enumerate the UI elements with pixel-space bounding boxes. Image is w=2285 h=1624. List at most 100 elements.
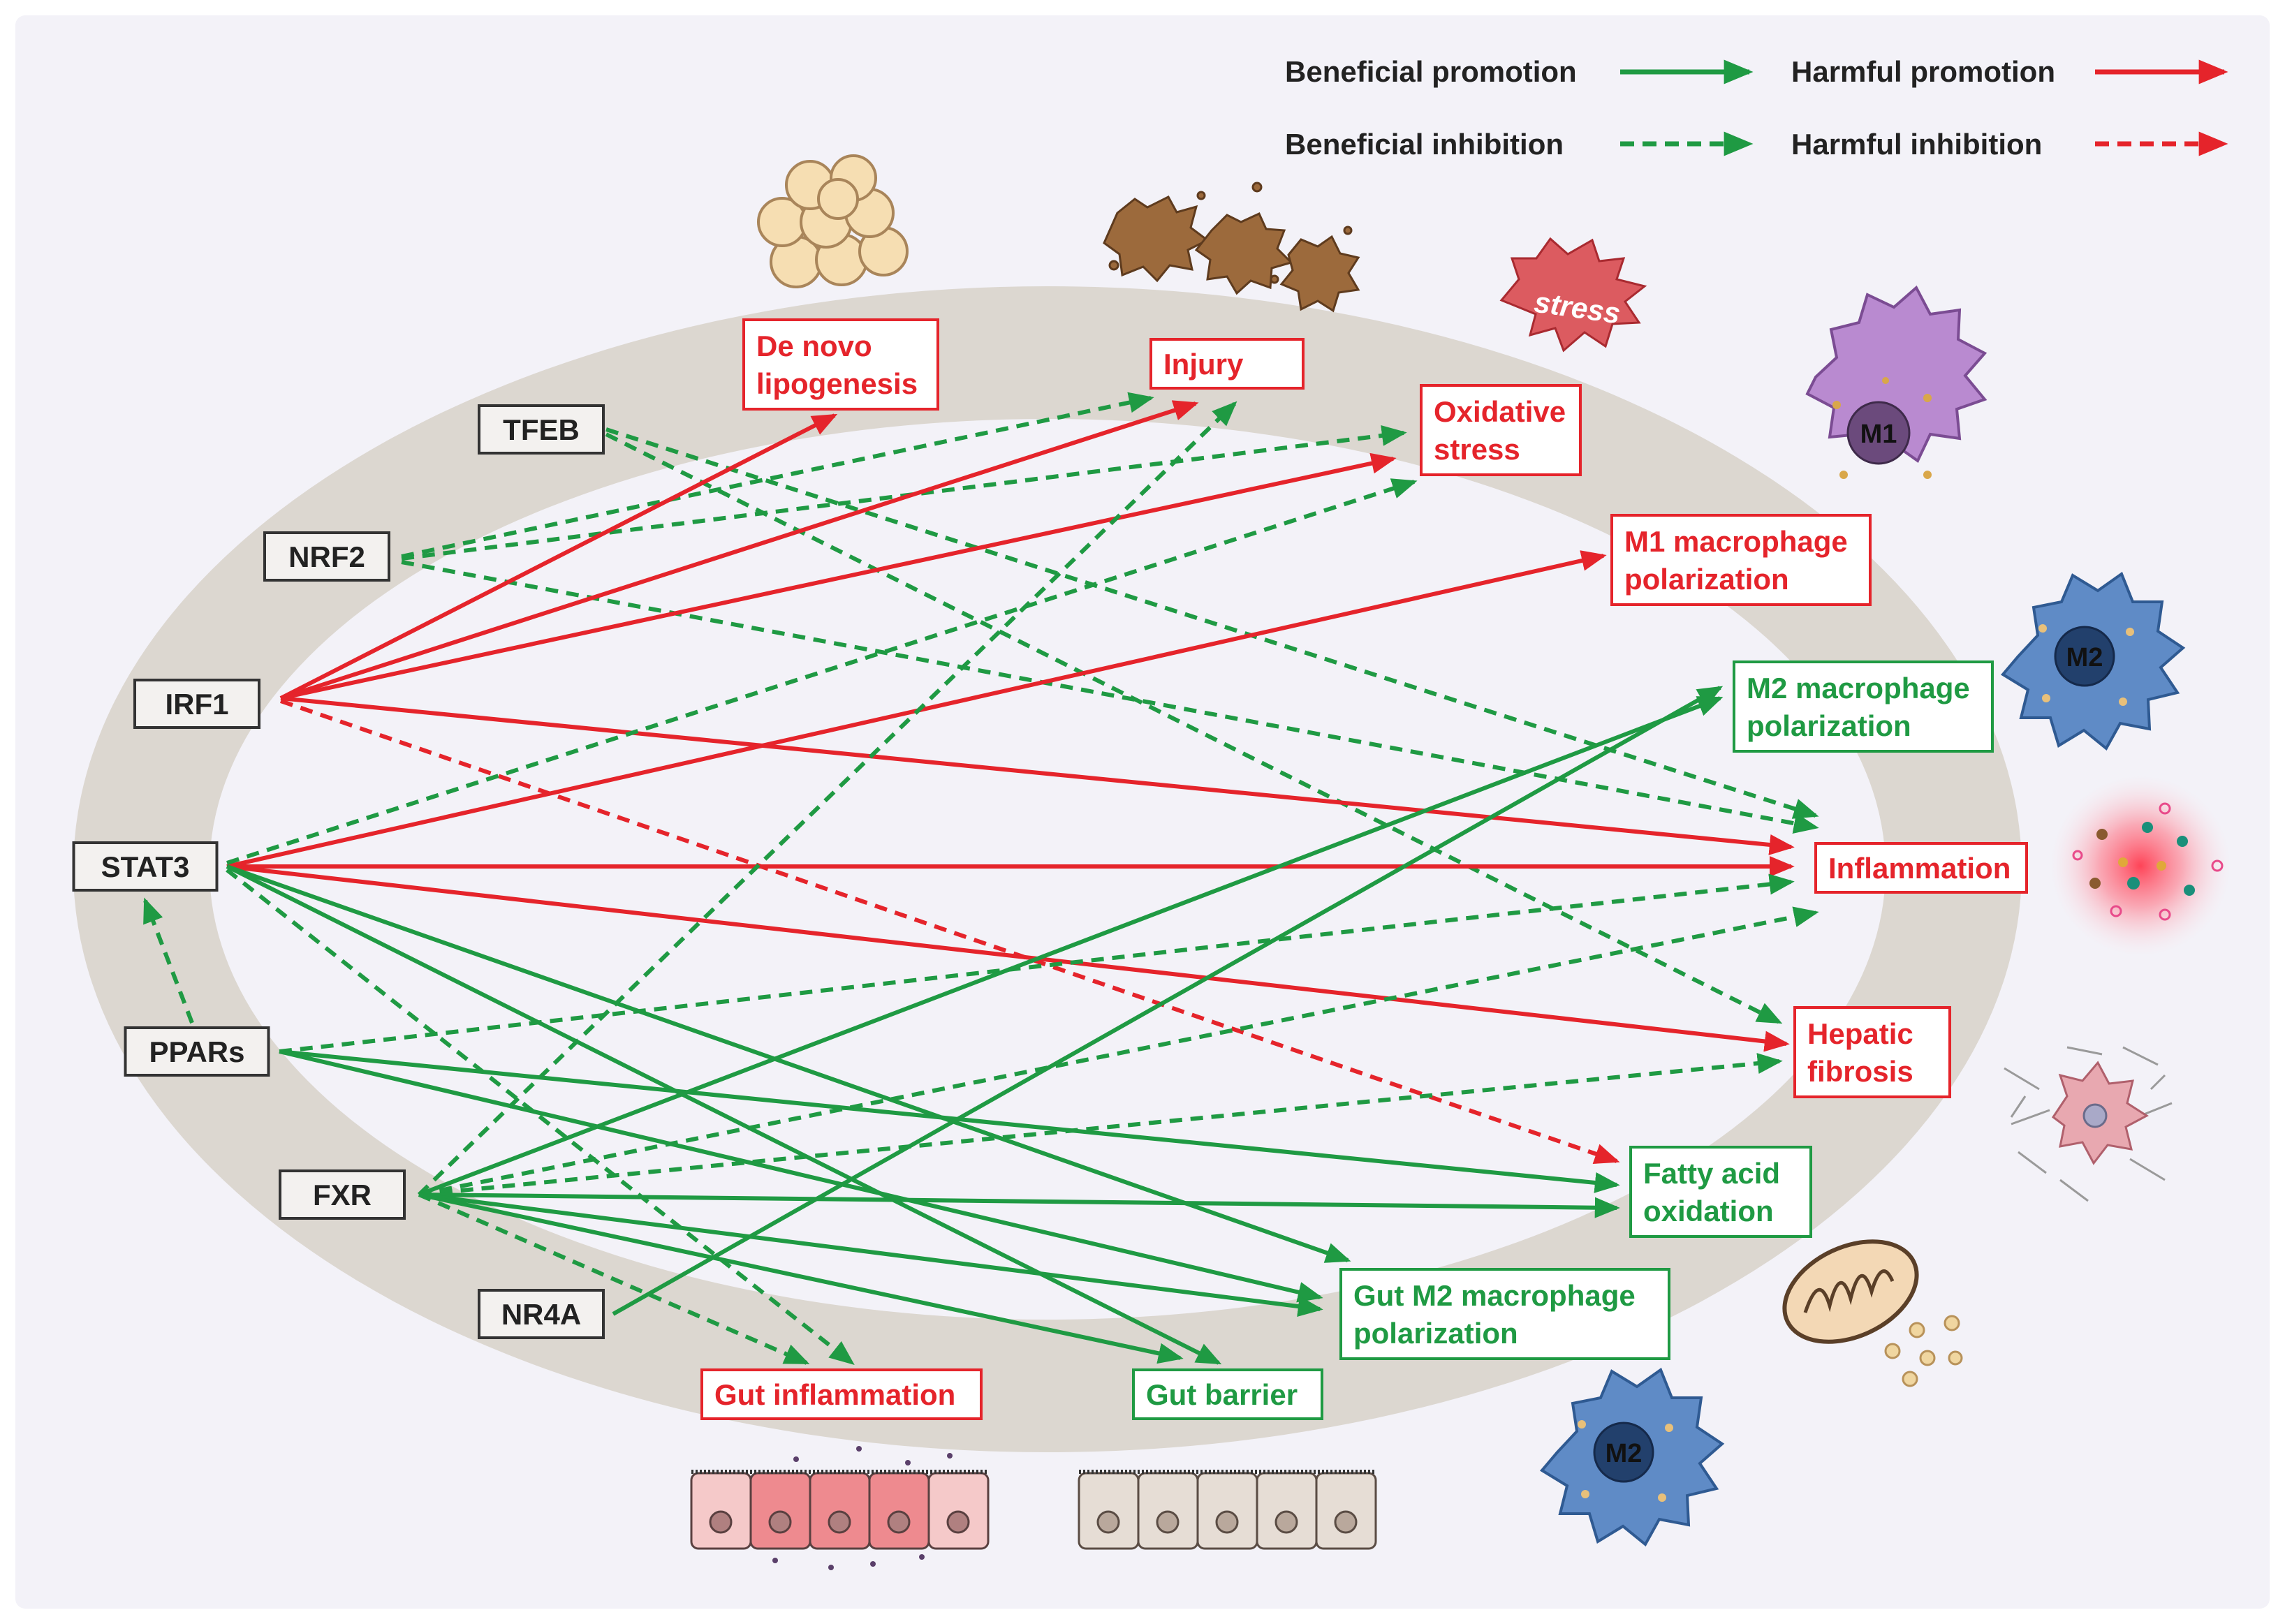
edge-irf1-to-dnl: [279, 413, 838, 700]
edge-irf1-to-fao: [280, 699, 1620, 1165]
outcome-node-hf: Hepatic fibrosis: [1793, 1006, 1951, 1098]
edge-stat3-to-gi: [226, 868, 855, 1365]
outcome-node-inj: Injury: [1149, 338, 1305, 390]
edge-tfeb-to-inf: [605, 427, 1819, 819]
outcome-node-m2: M2 macrophage polarization: [1733, 660, 1994, 753]
outcome-label-line: stress: [1434, 433, 1520, 466]
outcome-box: [1814, 842, 2028, 894]
outcome-box: [1610, 514, 1872, 606]
outcome-label-line: De novo: [756, 330, 872, 362]
edge-ppars-to-inf: [279, 873, 1795, 1054]
regulator-label: NR4A: [501, 1298, 581, 1331]
regulator-box: [124, 1026, 270, 1077]
outcome-label-line: Hepatic: [1807, 1017, 1913, 1050]
outcome-box: [1339, 1268, 1670, 1360]
edge-nr4a-to-m2: [612, 686, 1724, 1316]
outcome-label-line: Injury: [1163, 348, 1244, 381]
regulator-label: STAT3: [101, 850, 190, 883]
regulator-box: [478, 1289, 605, 1339]
outcome-label-line: Gut inflammation: [714, 1378, 955, 1411]
edge-nrf2-to-inj: [401, 392, 1154, 559]
injured-tissue-icon: [1103, 182, 1360, 313]
lipid-droplets-icon: [757, 154, 909, 288]
edge-fxr-to-fao: [418, 1193, 1620, 1218]
outcome-box: [1733, 660, 1994, 753]
outcome-box: [1793, 1006, 1951, 1098]
regulator-node-irf1: IRF1: [133, 679, 260, 729]
regulator-box: [263, 531, 390, 582]
outcome-node-gb: Gut barrier: [1132, 1368, 1323, 1420]
legend-harmful-inhibition-label: Harmful inhibition: [1791, 128, 2042, 161]
edge-fxr-to-inj: [417, 401, 1237, 1197]
inflammation-cells-icon: [2050, 775, 2231, 957]
edge-irf1-to-inj: [280, 400, 1199, 700]
edge-stat3-to-gb: [226, 864, 1222, 1365]
edge-fxr-to-gb: [418, 1193, 1184, 1364]
outcome-label-line: fibrosis: [1807, 1055, 1913, 1088]
outcome-label-line: polarization: [1747, 709, 1911, 742]
regulator-node-ppars: PPARs: [124, 1026, 270, 1077]
regulator-label: FXR: [313, 1179, 372, 1211]
edge-stat3-to-hf: [226, 864, 1790, 1052]
outcome-node-m1: M1 macrophage polarization: [1610, 514, 1872, 606]
outcome-box: [700, 1368, 983, 1420]
regulator-label: NRF2: [288, 540, 365, 573]
outcome-box: [742, 318, 939, 411]
m2-macrophage-label: M2: [2066, 643, 2103, 672]
stress-burst-icon: stress: [1499, 237, 1647, 353]
regulator-box: [133, 679, 260, 729]
gut-m2-macrophage-icon: M2: [1539, 1367, 1725, 1547]
outcome-label-line: M1 macrophage: [1624, 525, 1848, 558]
outcome-label-line: M2 macrophage: [1747, 672, 1970, 704]
inflamed-gut-epithelium-icon: [690, 1446, 990, 1570]
outcome-label-line: Inflammation: [1828, 852, 2011, 885]
outcome-label-line: Gut barrier: [1146, 1378, 1298, 1411]
regulator-label: TFEB: [503, 413, 580, 446]
edge-stat3-to-gm2: [226, 864, 1351, 1263]
network-ellipse: [73, 286, 2022, 1452]
edge-fxr-to-inf: [418, 906, 1819, 1197]
edge-stat3-to-ox: [226, 478, 1418, 865]
edges-layer: [143, 392, 1819, 1365]
edge-nrf2-to-inf: [401, 560, 1819, 834]
outcome-node-gi: Gut inflammation: [700, 1368, 983, 1420]
regulator-label: PPARs: [149, 1035, 245, 1068]
regulator-label: IRF1: [165, 688, 228, 721]
outcome-label-line: polarization: [1353, 1317, 1518, 1350]
regulator-node-fxr: FXR: [279, 1169, 406, 1220]
regulator-node-nr4a: NR4A: [478, 1289, 605, 1339]
outcome-node-ox: Oxidative stress: [1420, 384, 1582, 476]
outcome-box: [1149, 338, 1305, 390]
regulator-node-nrf2: NRF2: [263, 531, 390, 582]
outcome-label-line: Gut M2 macrophage: [1353, 1279, 1636, 1312]
fibrotic-stellate-cell-icon: [2004, 1046, 2173, 1202]
outcome-label-line: lipogenesis: [756, 367, 918, 400]
outcome-node-gm2: Gut M2 macrophage polarization: [1339, 1268, 1670, 1360]
edge-irf1-to-ox: [280, 452, 1397, 700]
outcome-node-inf: Inflammation: [1814, 842, 2028, 894]
edge-ppars-to-fao: [279, 1049, 1620, 1193]
regulator-box: [478, 404, 605, 455]
regulator-box: [72, 841, 219, 892]
outcome-node-fao: Fatty acid oxidation: [1629, 1146, 1812, 1238]
edge-ppars-to-gm2: [279, 1049, 1323, 1303]
m2-macrophage-icon: M2: [2000, 571, 2186, 751]
edge-ppars-to-stat3: [143, 897, 194, 1024]
outcome-label-line: polarization: [1624, 563, 1789, 596]
legend: Beneficial promotion Harmful promotion B…: [1285, 55, 2228, 161]
legend-harmful-promotion-label: Harmful promotion: [1791, 55, 2055, 88]
outcome-label-line: Oxidative: [1434, 395, 1566, 428]
regulator-node-tfeb: TFEB: [478, 404, 605, 455]
legend-beneficial-inhibition-label: Beneficial inhibition: [1285, 128, 1564, 161]
mitochondrion-icon: [1782, 1239, 1963, 1387]
m1-macrophage-label: M1: [1860, 420, 1897, 449]
outcome-box: [1132, 1368, 1323, 1420]
edge-fxr-to-m2: [418, 696, 1724, 1197]
outcome-node-dnl: De novo lipogenesis: [742, 318, 939, 411]
outcome-label-line: oxidation: [1643, 1195, 1774, 1227]
outcome-label-line: Fatty acid: [1643, 1157, 1780, 1190]
edge-fxr-to-gi: [418, 1193, 810, 1365]
edge-fxr-to-gm2: [418, 1193, 1323, 1317]
